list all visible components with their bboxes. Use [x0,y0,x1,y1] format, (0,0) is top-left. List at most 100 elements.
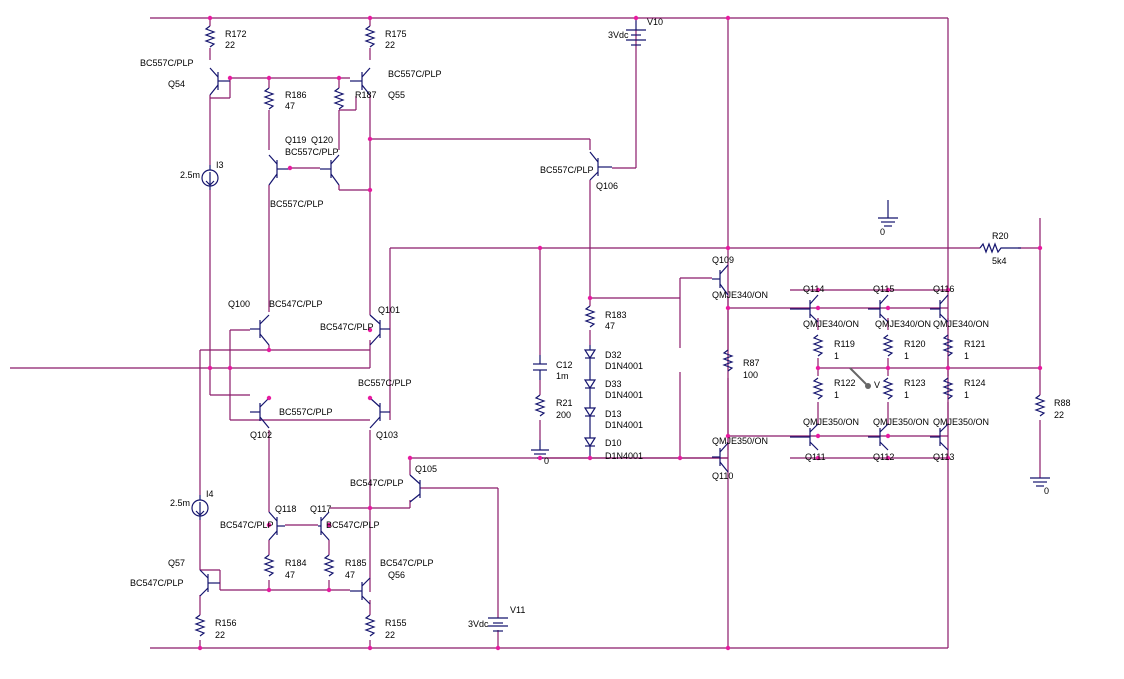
q101-model: BC547C/PLP [320,322,374,332]
q106-model: BC557C/PLP [540,165,594,175]
d10-model: D1N4001 [605,451,643,461]
q116-name: Q116 [933,284,954,294]
d13-name: D13 [605,409,622,419]
q110-model: QMJE350/ON [712,436,768,446]
r120-name: R120 [904,339,926,349]
q100-model: BC547C/PLP [269,299,323,309]
ground-label-2: 0 [544,456,549,466]
r123-value: 1 [904,390,909,400]
capacitor-c12 [533,355,547,380]
q54-name: Q54 [168,79,185,89]
r183-value: 47 [605,321,615,331]
r21-value: 200 [556,410,571,420]
c12-name: C12 [556,360,573,370]
r20-name: R20 [992,231,1009,241]
q110-name: Q110 [712,471,733,481]
q105-name: Q105 [415,464,437,474]
r186-name: R186 [285,90,307,100]
q115-name: Q115 [873,284,894,294]
q118-model: BC547C/PLP [220,520,274,530]
q102-name: Q102 [250,430,272,440]
q115-model: QMJE340/ON [875,319,931,329]
d33-model: D1N4001 [605,390,643,400]
v10-value: 3Vdc [608,30,629,40]
q117-model: BC547C/PLP [326,520,380,530]
q112-name: Q112 [873,452,894,462]
q116-model: QMJE340/ON [933,319,989,329]
v11-value: 3Vdc [468,619,489,629]
r185-value: 47 [345,570,355,580]
r119-name: R119 [834,339,855,349]
r175-value: 22 [385,40,395,50]
r122-value: 1 [834,390,839,400]
d10-name: D10 [605,438,622,448]
i3-name: I3 [216,160,224,170]
q120-model: BC557C/PLP [285,147,339,157]
q55-name: Q55 [388,90,405,100]
current-sources [191,165,219,520]
i4-name: I4 [206,489,214,499]
r120-value: 1 [904,351,909,361]
r172-name: R172 [225,29,247,39]
voltage-probe[interactable] [849,367,871,389]
q119-name: Q119 [285,135,306,145]
q54-model: BC557C/PLP [140,58,194,68]
c12-value: 1m [556,371,569,381]
i3-value: 2.5m [180,170,200,180]
r87-name: R87 [743,358,760,368]
transistors [199,67,949,605]
labels: R172 22 R175 22 BC557C/PLP Q54 BC557C/PL… [130,17,1071,640]
q114-name: Q114 [803,284,824,294]
q57-name: Q57 [168,558,185,568]
r156-value: 22 [215,630,225,640]
r156-name: R156 [215,618,237,628]
q55-model: BC557C/PLP [388,69,442,79]
q120-name: Q120 [311,135,333,145]
q113-model: QMJE350/ON [933,417,989,427]
r121-value: 1 [964,351,969,361]
r124-name: R124 [964,378,986,388]
d32-name: D32 [605,350,622,360]
d33-name: D33 [605,379,622,389]
voltage-sources [488,18,646,632]
junction-dots [197,15,1043,651]
q109-model: QMJE340/ON [712,290,768,300]
r121-name: R121 [964,339,986,349]
q56-name: Q56 [388,570,405,580]
r21-name: R21 [556,398,573,408]
i4-value: 2.5m [170,498,190,508]
q118-name: Q118 [275,504,296,514]
q105-model: BC547C/PLP [350,478,404,488]
q111-model: QMJE350/ON [803,417,859,427]
q117-name: Q117 [310,504,331,514]
q114-model: QMJE340/ON [803,319,859,329]
q101-name: Q101 [378,305,400,315]
r124-value: 1 [964,390,969,400]
r155-name: R155 [385,618,407,628]
q111-name: Q111 [805,452,826,462]
v11-name: V11 [510,605,525,615]
q57-model: BC547C/PLP [130,578,184,588]
r155-value: 22 [385,630,395,640]
q109-name: Q109 [712,255,734,265]
q106-name: Q106 [596,181,618,191]
v10-name: V10 [647,17,663,27]
r184-value: 47 [285,570,295,580]
probe-label: V [874,380,880,390]
r185-name: R185 [345,558,367,568]
ground-label-3: 0 [1044,486,1049,496]
q112-model: QMJE350/ON [873,417,929,427]
q56-model: BC547C/PLP [380,558,434,568]
r172-value: 22 [225,40,235,50]
q102-model: BC557C/PLP [279,407,333,417]
diodes [583,345,597,458]
r119-value: 1 [834,351,839,361]
r123-name: R123 [904,378,926,388]
r175-name: R175 [385,29,407,39]
q119-model: BC557C/PLP [270,199,324,209]
r183-name: R183 [605,310,627,320]
r186-value: 47 [285,101,295,111]
r184-name: R184 [285,558,307,568]
r87-value: 100 [743,370,758,380]
